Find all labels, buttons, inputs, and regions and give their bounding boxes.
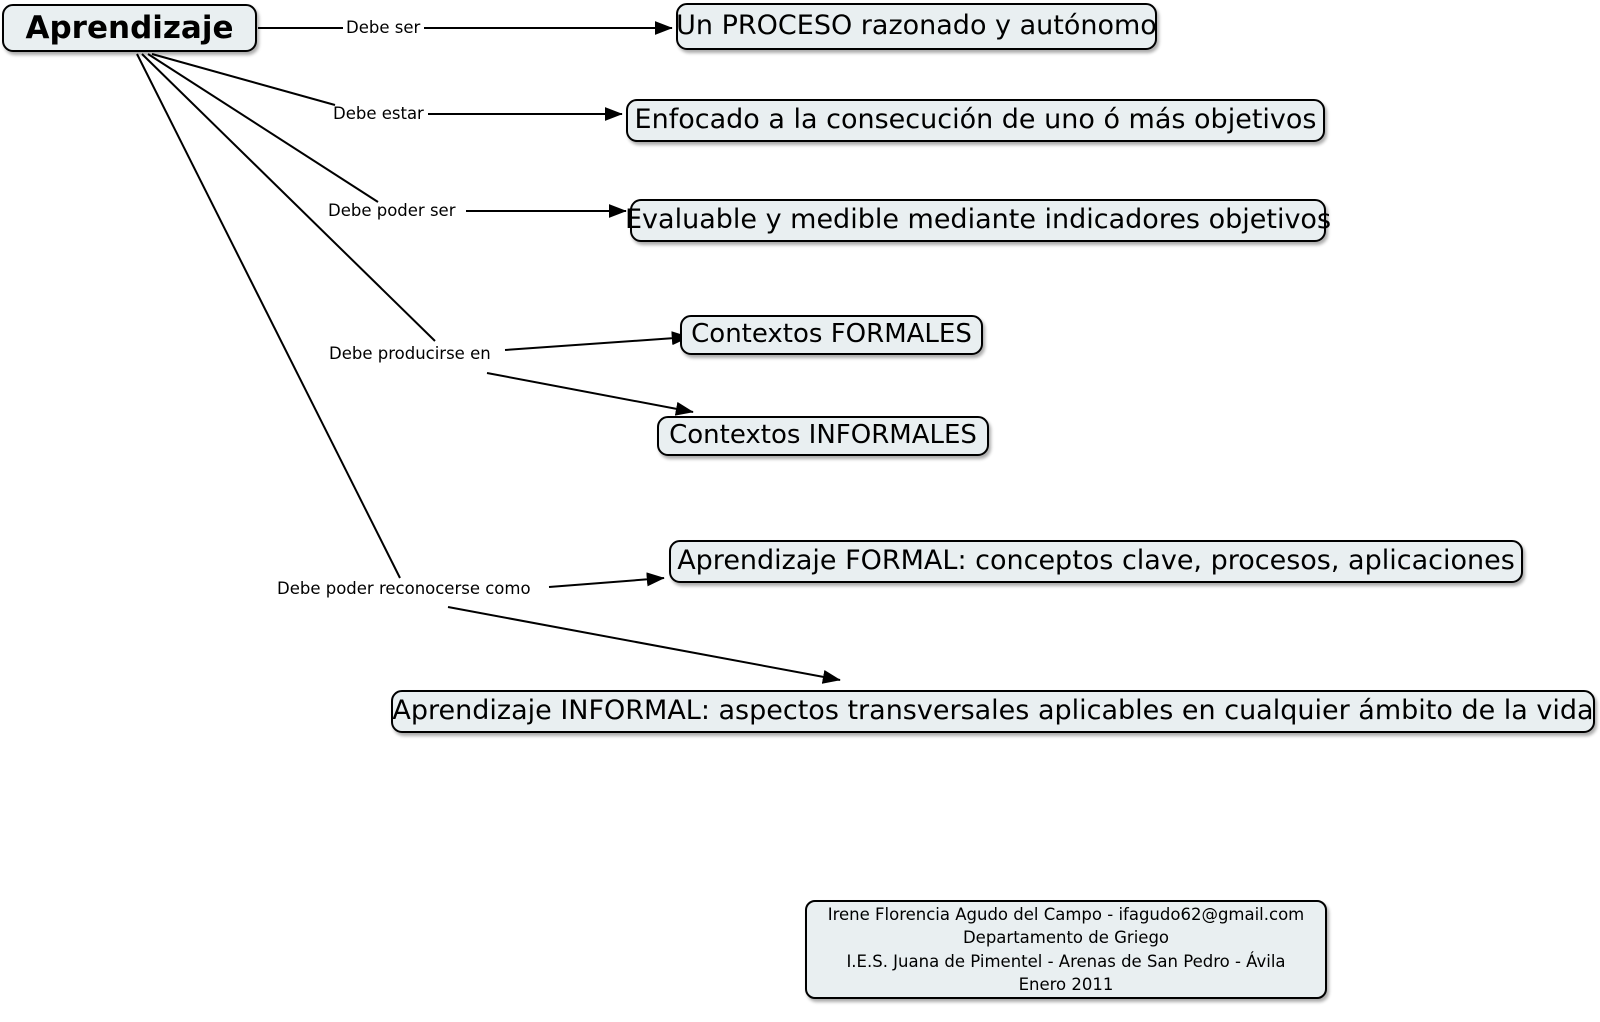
node-contextos-formales[interactable]: Contextos FORMALES: [680, 315, 983, 355]
node-label: Evaluable y medible mediante indicadores…: [625, 204, 1332, 236]
node-author-credits[interactable]: Irene Florencia Agudo del Campo - ifagud…: [805, 900, 1327, 999]
node-root-aprendizaje[interactable]: Aprendizaje: [2, 4, 257, 52]
credits-date: Enero 2011: [1018, 974, 1114, 994]
node-label: Enfocado a la consecución de uno ó más o…: [634, 104, 1317, 136]
node-un-proceso-razonado-y-autonomo[interactable]: Un PROCESO razonado y autónomo: [676, 3, 1157, 50]
credits-department: Departamento de Griego: [962, 928, 1170, 948]
node-root-label: Aprendizaje: [25, 9, 234, 46]
node-label: Contextos INFORMALES: [669, 420, 977, 451]
node-label: Contextos FORMALES: [691, 319, 972, 350]
edge-label-debe-producirse-en: Debe producirse en: [326, 345, 494, 363]
node-aprendizaje-formal[interactable]: Aprendizaje FORMAL: conceptos clave, pro…: [669, 540, 1523, 583]
edge-label-debe-poder-reconocerse-como: Debe poder reconocerse como: [274, 580, 534, 598]
edge-label-debe-ser: Debe ser: [343, 19, 424, 37]
node-label: Aprendizaje INFORMAL: aspectos transvers…: [392, 695, 1594, 727]
node-label: Un PROCESO razonado y autónomo: [676, 10, 1157, 42]
node-evaluable-y-medible[interactable]: Evaluable y medible mediante indicadores…: [625, 199, 1331, 242]
edge-label-debe-poder-ser: Debe poder ser: [325, 202, 459, 220]
edge-label-debe-estar: Debe estar: [330, 105, 427, 123]
credits-author: Irene Florencia Agudo del Campo - ifagud…: [827, 904, 1305, 924]
node-enfocado-a-la-consecucion[interactable]: Enfocado a la consecución de uno ó más o…: [626, 99, 1325, 142]
edge-debe-poder-ser: [147, 53, 627, 218]
node-label: Aprendizaje FORMAL: conceptos clave, pro…: [677, 545, 1515, 577]
node-contextos-informales[interactable]: Contextos INFORMALES: [657, 416, 989, 456]
credits-school: I.E.S. Juana de Pimentel - Arenas de San…: [846, 951, 1286, 971]
node-aprendizaje-informal[interactable]: Aprendizaje INFORMAL: aspectos transvers…: [391, 690, 1595, 733]
